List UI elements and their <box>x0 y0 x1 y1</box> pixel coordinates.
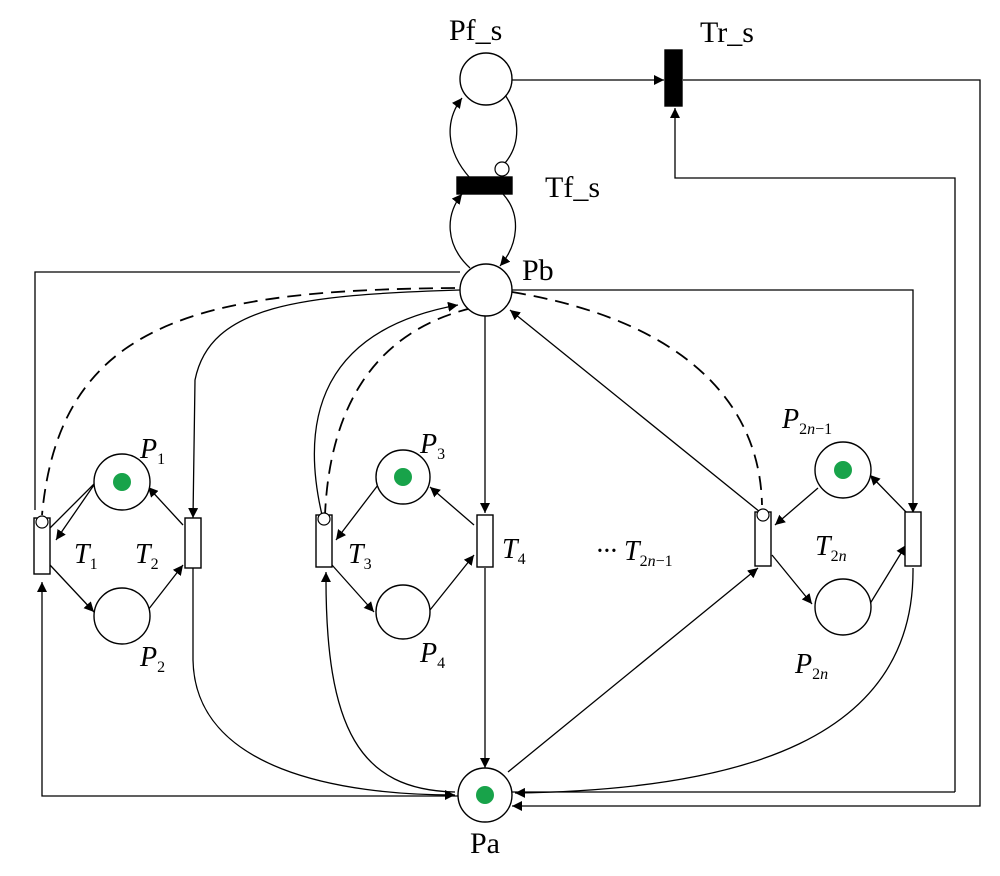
arc-pb-to-t1 <box>34 271 460 510</box>
tokens <box>113 461 852 804</box>
transition-t2n <box>904 511 922 567</box>
arc-t4-to-p3 <box>429 486 475 526</box>
label-t2n: T2n <box>815 531 847 565</box>
arc-p2n1-to-t2n1 <box>774 487 819 526</box>
arc-t2n1-to-pb <box>509 309 761 513</box>
label-p4: P4 <box>419 638 445 672</box>
inhibitor-t2n1 <box>756 508 770 522</box>
inhibitor-t3 <box>317 512 331 526</box>
arc-trs-to-pa <box>512 79 981 811</box>
arc-tfs-to-pb <box>499 193 517 267</box>
transition-t4 <box>476 514 494 568</box>
arc-p2-to-t2 <box>147 564 184 611</box>
arc-t2-to-pa <box>192 568 456 800</box>
token-p3 <box>394 468 412 486</box>
token-p1 <box>113 473 131 491</box>
arc-pb-to-tfs <box>449 193 471 269</box>
inhibitor-arcs <box>35 161 770 529</box>
label-t4: T4 <box>502 534 526 568</box>
arc-pfs-to-tfs <box>502 91 518 164</box>
dash-pb-to-t3 <box>324 307 473 516</box>
label-t2n1: ··· T2n−1 <box>596 536 673 570</box>
label-t3: T3 <box>348 539 372 573</box>
labels: Pf_s Tr_s Tf_s Pb Pa P1 P2 P3 P4 P2n−1 P… <box>74 14 847 860</box>
arc-t2n-to-pa <box>514 567 914 798</box>
arc-p2n-to-t2n <box>867 544 907 608</box>
place-pf-s <box>459 52 513 106</box>
label-tf-s: Tf_s <box>545 171 600 204</box>
label-pa: Pa <box>470 827 500 860</box>
arc-t1-to-p2 <box>49 564 95 613</box>
places <box>93 52 872 823</box>
arcs <box>34 75 981 811</box>
arc-pa-to-t1 <box>37 582 458 797</box>
inhibitor-t1 <box>35 515 49 529</box>
token-p2n1 <box>834 461 852 479</box>
transition-t2 <box>184 517 202 569</box>
arc-pa-to-t3 <box>320 571 456 793</box>
arc-p1-to-t1 <box>55 481 97 541</box>
label-pb: Pb <box>522 254 554 287</box>
label-tr-s: Tr_s <box>700 16 754 49</box>
arc-p3-to-t3 <box>335 484 379 541</box>
arc-t2-to-p1 <box>147 486 184 526</box>
transition-tf-s <box>456 176 513 195</box>
place-p2 <box>93 587 151 645</box>
dash-pb-to-t1 <box>41 287 456 516</box>
token-pa <box>476 786 494 804</box>
arc-to-trs-bottom <box>670 108 956 792</box>
label-p3: P3 <box>419 429 445 463</box>
label-p1: P1 <box>139 434 165 468</box>
arc-tfs-to-pfs <box>449 97 471 179</box>
label-p2n: P2n <box>794 649 828 683</box>
arc-pb-to-t2 <box>188 289 461 519</box>
place-pb <box>459 263 513 317</box>
arc-t2n-to-p2n1 <box>869 474 907 513</box>
arc-t1-to-p1 <box>47 481 97 531</box>
arc-t3-to-p4 <box>331 564 375 613</box>
dash-pb-to-t2n1 <box>511 291 763 506</box>
label-p2: P2 <box>139 642 165 676</box>
inhibitor-tfs <box>494 161 510 177</box>
arc-t2n1-to-p2n <box>771 554 813 605</box>
arc-pb-to-t2n <box>512 289 918 513</box>
place-p4 <box>375 584 431 640</box>
label-t2: T2 <box>135 539 159 573</box>
label-t1: T1 <box>74 539 98 573</box>
transitions <box>33 49 922 575</box>
arc-t3-to-pb <box>313 301 459 516</box>
place-p2n <box>814 578 872 636</box>
label-p2n1: P2n−1 <box>781 404 832 438</box>
transition-tr-s <box>664 49 683 107</box>
arc-p4-to-t4 <box>429 554 475 611</box>
arc-pa-to-t2n1 <box>507 567 759 773</box>
label-pf-s: Pf_s <box>449 14 502 47</box>
